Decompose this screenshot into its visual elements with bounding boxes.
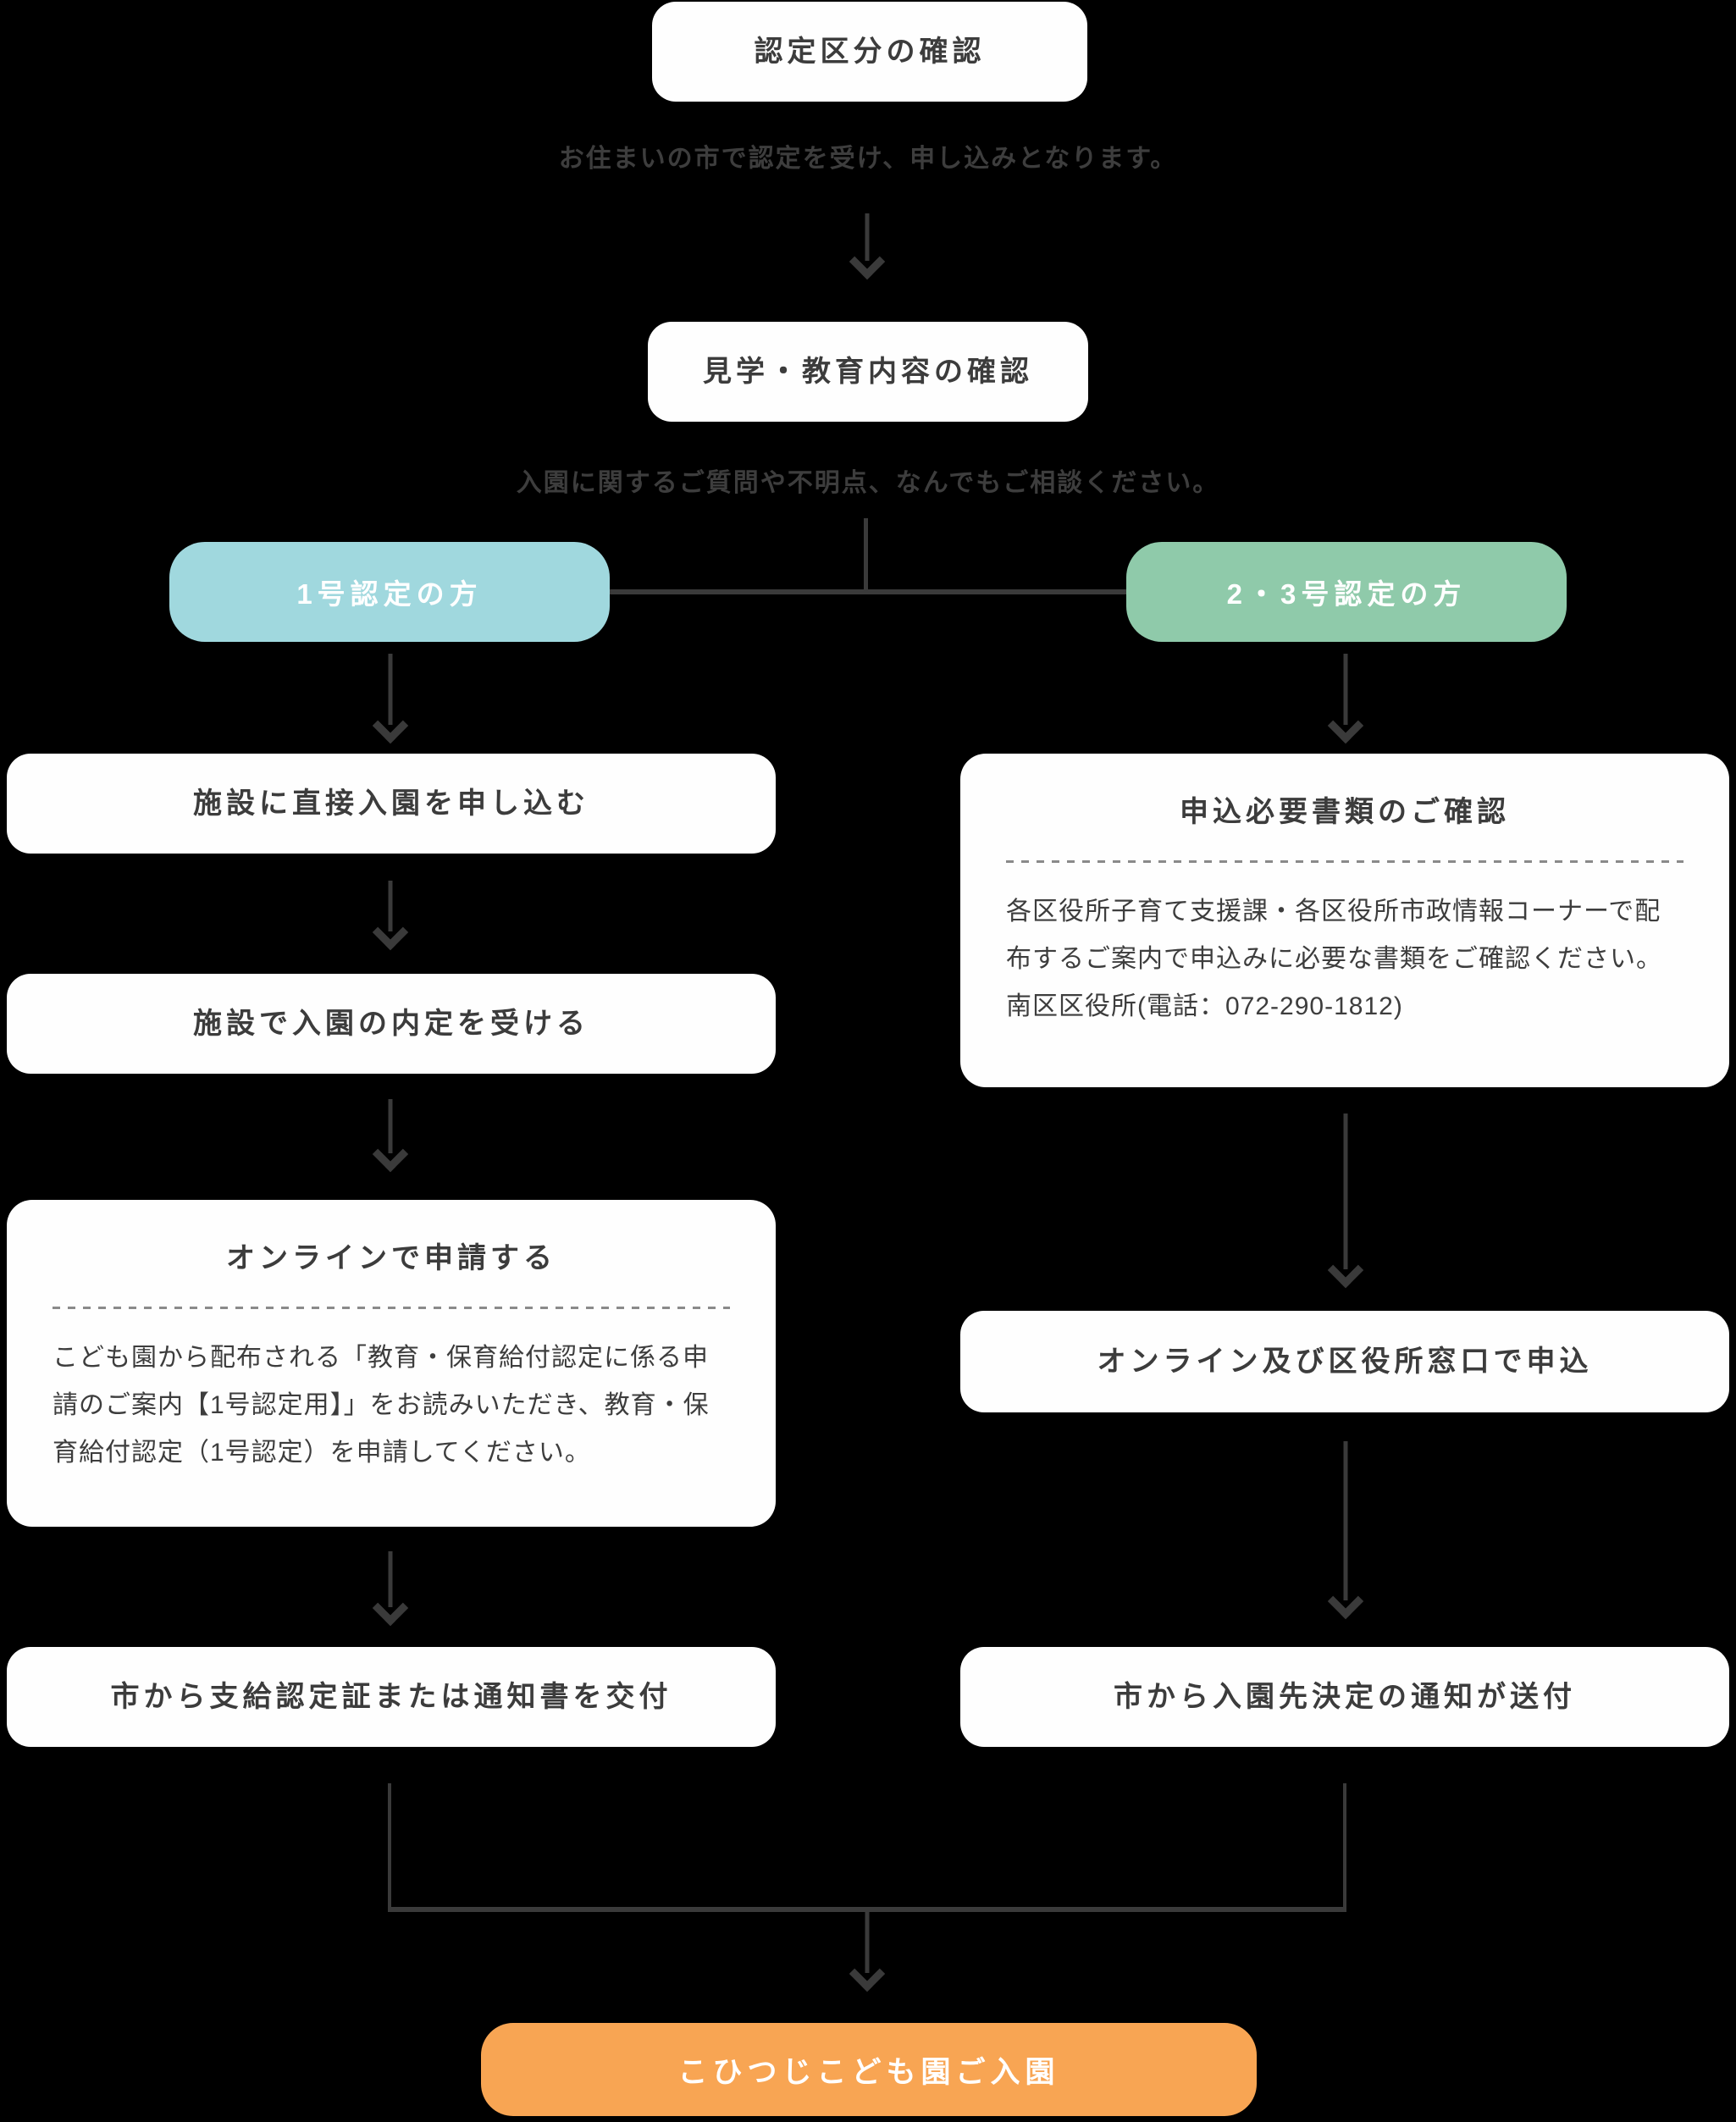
node-visit-education-check: 見学・教育内容の確認 [648,322,1088,422]
arrow-stem [388,1099,393,1153]
arrow-stem [1343,1113,1348,1269]
arrow-down-icon [847,1912,887,1992]
arrow-stem [1343,1441,1348,1600]
node-apply-online: オンラインで申請する こども園から配布される「教育・保育給付認定に係る申請のご案… [7,1200,776,1527]
node-title: 市から支給認定証または通知書を交付 [110,1681,672,1713]
branch-button-type23: 2・3号認定の方 [1126,542,1567,642]
node-title: 見学・教育内容の確認 [703,356,1033,388]
arrow-stem [865,213,870,261]
phone-line: 南区区役所(電話：072-290-1812) [1006,992,1403,1020]
arrow-head [372,707,409,744]
arrow-head [849,1955,886,1992]
node-title: 申込必要書類のご確認 [1180,796,1510,828]
arrow-head [372,1589,409,1627]
note-visit: 入園に関するご質問や不明点、なんでもご相談ください。 [516,469,1220,497]
arrow-down-icon [370,654,411,744]
arrow-head [849,243,886,280]
arrow-stem [388,1551,393,1607]
branch-label: 2・3号認定の方 [1226,578,1467,610]
arrow-head [1327,1252,1364,1289]
node-title: 市から入園先決定の通知が送付 [1114,1681,1576,1713]
node-title: オンラインで申請する [226,1242,556,1274]
description-line: 各区役所子育て支援課・各区役所市政情報コーナーで配布するご案内で申込みに必要な書… [1006,898,1662,973]
arrow-head [372,914,409,951]
dashed-divider [53,1307,730,1309]
arrow-down-icon [370,881,411,951]
arrow-stem [388,654,393,725]
arrow-stem [388,881,393,931]
arrow-down-icon [1325,1441,1366,1620]
branch-button-type1: 1号認定の方 [169,542,610,642]
node-description: 各区役所子育て支援課・各区役所市政情報コーナーで配布するご案内で申込みに必要な書… [1006,888,1683,1031]
node-description: こども園から配布される「教育・保育給付認定に係る申請のご案内【1号認定用】」をお… [53,1344,710,1467]
node-certification-category-check: 認定区分の確認 [652,2,1087,102]
branch-horizontal-line [608,589,1128,594]
branch-label: 1号認定の方 [296,578,483,610]
node-title: 施設に直接入園を申し込む [193,787,589,820]
merge-right-line [1343,1783,1346,1910]
branch-stub-line [864,518,868,593]
node-certificate-issued: 市から支給認定証または通知書を交付 [7,1647,776,1747]
arrow-down-icon [370,1099,411,1173]
node-placement-notice-sent: 市から入園先決定の通知が送付 [960,1647,1729,1747]
node-required-documents-check: 申込必要書類のご確認 各区役所子育て支援課・各区役所市政情報コーナーで配布するご… [960,754,1729,1087]
node-apply-directly: 施設に直接入園を申し込む [7,754,776,854]
node-title: 認定区分の確認 [754,36,986,68]
merge-left-line [388,1783,391,1910]
goal-label: こひつじこども園ご入園 [677,2055,1060,2089]
arrow-stem [1343,654,1348,725]
node-title: オンライン及び区役所窓口で申込 [1097,1346,1593,1378]
node-receive-provisional-acceptance: 施設で入園の内定を受ける [7,974,776,1074]
note-certification: お住まいの市で認定を受け、申し込みとなります。 [558,145,1178,173]
arrow-head [1327,1583,1364,1620]
arrow-head [372,1136,409,1173]
arrow-head [1327,707,1364,744]
goal-button-enrollment: こひつじこども園ご入園 [481,2023,1257,2116]
arrow-down-icon [1325,654,1366,744]
arrow-down-icon [1325,1113,1366,1289]
node-apply-online-or-ward-office: オンライン及び区役所窓口で申込 [960,1311,1729,1412]
node-title: 施設で入園の内定を受ける [193,1008,589,1040]
arrow-down-icon [847,213,887,280]
merge-horizontal-line [388,1907,1346,1912]
dashed-divider [1006,860,1683,863]
arrow-stem [865,1912,870,1973]
arrow-down-icon [370,1551,411,1627]
